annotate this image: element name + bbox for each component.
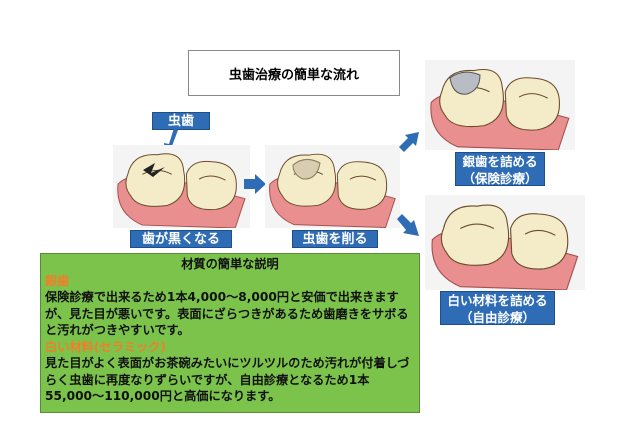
arrow-down-right-icon	[397, 214, 419, 236]
white-filling-image	[425, 195, 585, 290]
white-title: 白い材料(セラミック)	[45, 339, 166, 354]
material-explanation-box: 材質の簡単な説明 銀歯 保険診療で出来るため1本4,000〜8,000円と安価で…	[40, 253, 420, 413]
silver-label-line2: （保険診療）	[462, 171, 538, 186]
decayed-tooth-image	[113, 145, 250, 228]
cavity-label: 虫歯	[152, 112, 210, 130]
arrow-up-right-icon	[399, 132, 419, 152]
step1-label: 歯が黒くなる	[130, 230, 232, 248]
white-label-line1: 白い材料を詰める	[447, 293, 548, 308]
silver-filling-image	[425, 60, 575, 150]
white-label-line2: （自由診療）	[459, 310, 535, 325]
white-filling-label: 白い材料を詰める （自由診療）	[440, 291, 555, 325]
white-text: 見た目がよく表面がお茶碗みたいにツルツルのため汚れが付着しづらく虫歯に再度なりず…	[45, 356, 410, 403]
explanation-heading: 材質の簡単な説明	[181, 257, 279, 271]
silver-title: 銀歯	[45, 273, 70, 288]
silver-label-line1: 銀歯を詰める	[462, 154, 538, 169]
drilled-tooth-image	[265, 145, 400, 228]
silver-filling-label: 銀歯を詰める （保険診療）	[455, 152, 545, 186]
page-title: 虫歯治療の簡単な流れ	[188, 50, 400, 96]
step2-label: 虫歯を削る	[292, 230, 378, 248]
silver-text: 保険診療で出来るため1本4,000〜8,000円と安価で出来きますが、見た目が悪…	[45, 290, 409, 337]
arrow-right-icon	[244, 174, 266, 194]
